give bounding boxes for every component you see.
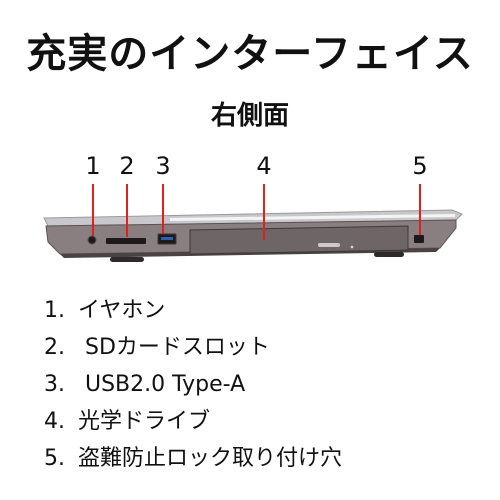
port-list: 1. イヤホン 2. SDカードスロット 3. USB2.0 Type-A 4. 光… [44, 292, 342, 477]
list-item: 2. SDカードスロット [44, 329, 342, 366]
callout-number-1: 1 [85, 152, 101, 180]
list-item-label: 盗難防止ロック取り付け穴 [78, 446, 343, 471]
sd-card-slot-port [106, 238, 146, 244]
usb-port-tongue [161, 237, 173, 240]
list-item: 5. 盗難防止ロック取り付け穴 [44, 440, 342, 477]
callout-number-2: 2 [119, 152, 135, 180]
earphone-jack-port [87, 235, 97, 245]
list-item-number: 3. [44, 372, 65, 397]
list-item-label: イヤホン [78, 298, 166, 323]
list-item-label: SDカードスロット [78, 335, 270, 360]
rubber-foot-left [110, 257, 144, 262]
optical-drive [189, 225, 409, 255]
list-item-number: 2. [44, 335, 65, 360]
list-item-label: 光学ドライブ [78, 409, 211, 434]
drive-eject-button [318, 243, 340, 247]
callout-number-3: 3 [155, 152, 171, 180]
laptop-side-view [43, 184, 463, 262]
list-item-label: USB2.0 Type-A [78, 372, 246, 397]
list-item-number: 4. [44, 409, 65, 434]
drive-indicator [350, 245, 354, 249]
security-lock-slot [414, 235, 424, 243]
list-item: 1. イヤホン [44, 292, 342, 329]
rubber-foot-right [374, 252, 404, 257]
lid-highlight [170, 214, 455, 221]
list-item: 3. USB2.0 Type-A [44, 366, 342, 403]
page-subtitle: 右側面 [210, 101, 289, 131]
list-item: 4. 光学ドライブ [44, 403, 342, 440]
page-title: 充実のインターフェイス [26, 31, 474, 77]
list-item-number: 1. [44, 298, 65, 323]
callout-number-4: 4 [256, 152, 272, 180]
callout-number-5: 5 [412, 152, 428, 180]
list-item-number: 5. [44, 446, 65, 471]
